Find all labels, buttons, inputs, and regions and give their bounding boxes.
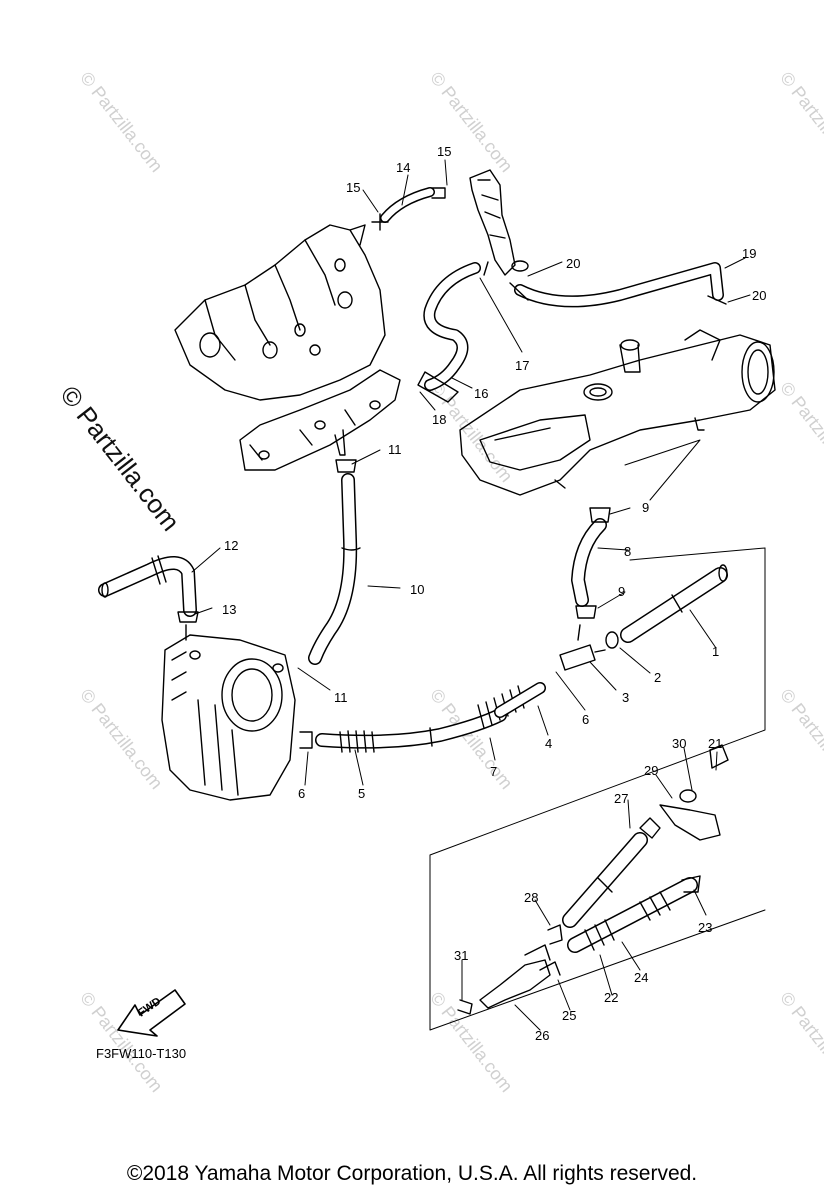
callout-26: 26	[535, 1028, 549, 1043]
callout-22: 22	[604, 990, 618, 1005]
callout-12: 12	[224, 538, 238, 553]
callout-19: 19	[742, 246, 756, 261]
callout-23: 23	[698, 920, 712, 935]
callout-3: 3	[622, 690, 629, 705]
callout-21: 21	[708, 736, 722, 751]
callout-11: 11	[334, 690, 348, 705]
exhaust-muffler	[459, 329, 776, 496]
callout-13: 13	[222, 602, 236, 617]
callout-10: 10	[410, 582, 424, 597]
vapor-separator	[161, 624, 296, 801]
callout-9: 9	[642, 500, 649, 515]
callout-6: 6	[582, 712, 589, 727]
callout-11: 11	[388, 442, 402, 457]
hose-12	[98, 555, 199, 623]
callout-6: 6	[298, 786, 305, 801]
fitting-3	[559, 624, 619, 671]
hose-24	[567, 875, 701, 953]
bracket-29	[659, 744, 729, 841]
callout-20: 20	[566, 256, 580, 271]
diagram-code: F3FW110-T130	[96, 1046, 187, 1061]
fitting-bracket	[469, 169, 529, 276]
callout-31: 31	[454, 948, 468, 963]
callout-29: 29	[644, 763, 658, 778]
callout-14: 14	[396, 160, 410, 175]
callout-25: 25	[562, 1008, 576, 1023]
callout-18: 18	[432, 412, 446, 427]
exhaust-manifold	[174, 224, 401, 471]
callout-15: 15	[346, 180, 360, 195]
callout-16: 16	[474, 386, 488, 401]
hose-4-5	[299, 682, 546, 753]
fwd-arrow	[117, 989, 186, 1037]
callout-2: 2	[654, 670, 661, 685]
callout-17: 17	[515, 358, 529, 373]
callouts: 1 2 3 4 5 6 6 7 8 9 9 10 11 11 12 13 14 …	[222, 144, 766, 1043]
fwd-label: FWD	[136, 995, 163, 1019]
callout-15: 15	[437, 144, 451, 159]
hose-8	[571, 507, 611, 619]
callout-7: 7	[490, 764, 497, 779]
callout-27: 27	[614, 791, 628, 806]
hose-14	[371, 187, 446, 231]
callout-5: 5	[358, 786, 365, 801]
callout-1: 1	[712, 644, 719, 659]
callout-9: 9	[618, 584, 625, 599]
hose-10	[308, 459, 361, 665]
hose-1	[620, 564, 728, 643]
hose-27	[562, 817, 661, 928]
copyright-notice: ©2018 Yamaha Motor Corporation, U.S.A. A…	[126, 1162, 698, 1185]
callout-28: 28	[524, 890, 538, 905]
hose-17	[417, 262, 481, 403]
callout-8: 8	[624, 544, 631, 559]
callout-4: 4	[545, 736, 552, 751]
joint-26	[457, 924, 563, 1015]
callout-30: 30	[672, 736, 686, 751]
callout-20: 20	[752, 288, 766, 303]
leader-lines	[191, 159, 751, 1031]
hose-19	[509, 262, 727, 308]
callout-24: 24	[634, 970, 648, 985]
